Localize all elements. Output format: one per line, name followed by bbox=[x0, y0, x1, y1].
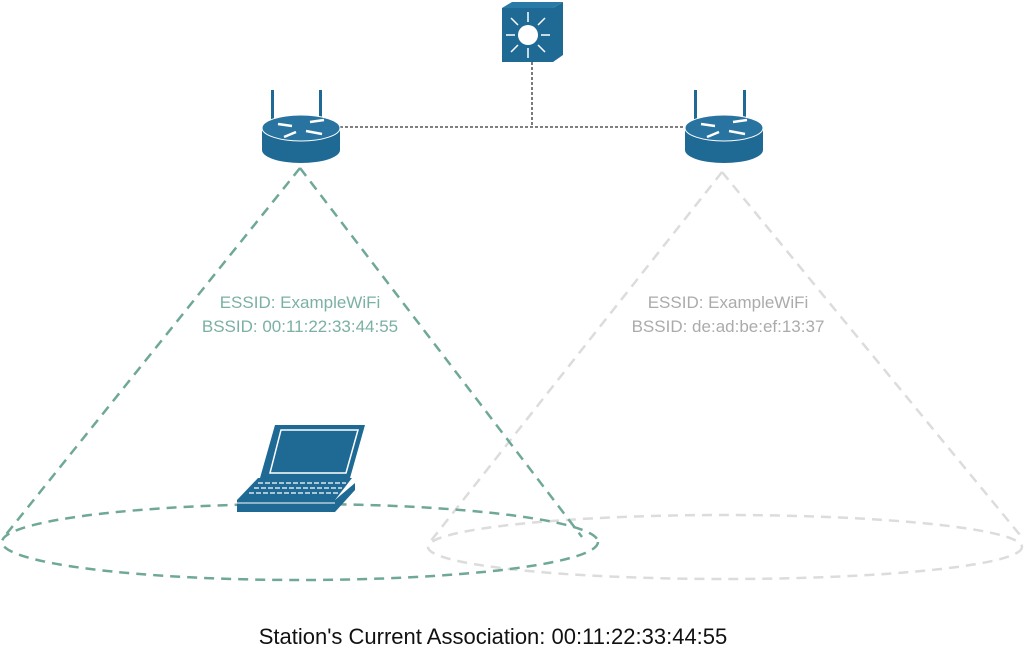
ap-right-label: ESSID: ExampleWiFi BSSID: de:ad:be:ef:13… bbox=[578, 291, 878, 339]
ap-left-label: ESSID: ExampleWiFi BSSID: 00:11:22:33:44… bbox=[150, 291, 450, 339]
ap-right-bssid: BSSID: de:ad:be:ef:13:37 bbox=[631, 317, 825, 336]
access-point-left-icon[interactable] bbox=[261, 90, 341, 163]
coverage-cone-right bbox=[426, 171, 1024, 581]
laptop-icon[interactable] bbox=[237, 425, 365, 512]
association-caption: Station's Current Association: 00:11:22:… bbox=[258, 624, 728, 649]
network-links bbox=[335, 62, 690, 128]
ap-left-essid: ESSID: ExampleWiFi bbox=[219, 293, 381, 312]
ap-right-essid: ESSID: ExampleWiFi bbox=[647, 293, 809, 312]
ap-left-bssid: BSSID: 00:11:22:33:44:55 bbox=[201, 317, 399, 336]
access-point-right-icon[interactable] bbox=[684, 90, 764, 163]
coverage-cone-left bbox=[0, 167, 600, 582]
layer3-switch-icon[interactable] bbox=[502, 2, 563, 62]
